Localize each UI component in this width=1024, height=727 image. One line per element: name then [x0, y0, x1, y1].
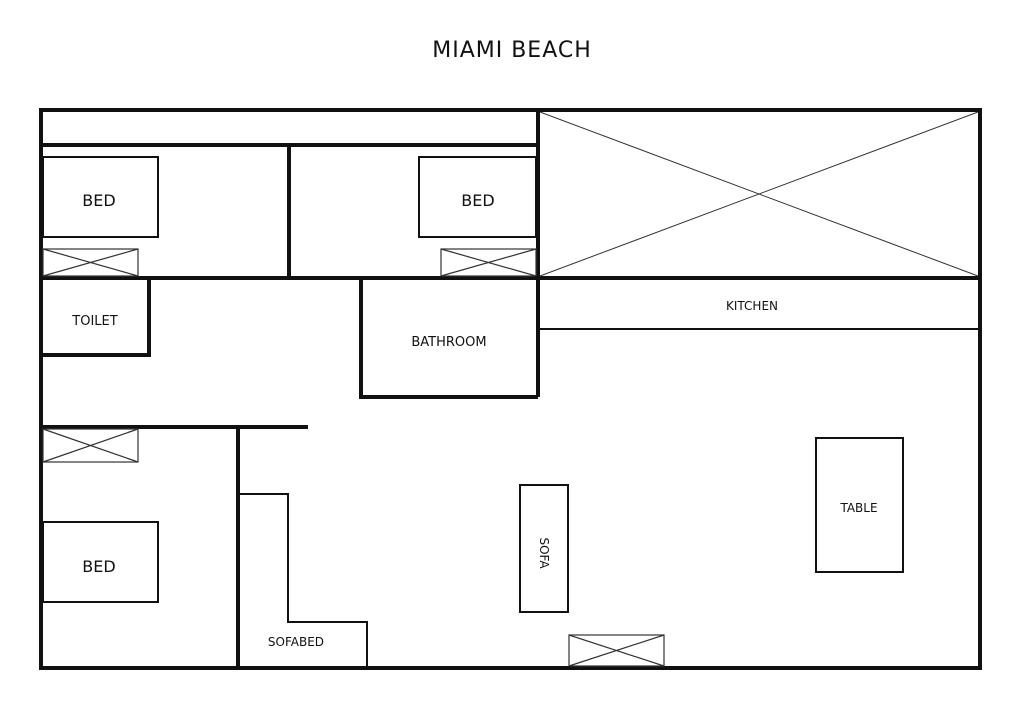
bed-top-right — [418, 156, 537, 238]
thin-lines — [240, 328, 980, 668]
interior-walls — [41, 110, 980, 668]
outer-wall — [39, 108, 982, 670]
bed-top-left — [42, 156, 159, 238]
label-sofabed: SOFABED — [268, 635, 324, 649]
bed-bottom-left — [42, 521, 159, 603]
label-sofa: SOFA — [537, 537, 551, 569]
sofa — [519, 484, 569, 613]
wardrobe-top-left — [42, 248, 139, 277]
label-bathroom: BATHROOM — [411, 335, 486, 350]
label-bed-top-left: BED — [82, 191, 115, 210]
label-bed-bottom-left: BED — [82, 557, 115, 576]
window-bottom — [568, 634, 665, 667]
wall-toilet — [41, 278, 151, 357]
sofabed-outline — [240, 493, 368, 668]
label-table: TABLE — [839, 501, 877, 515]
table — [815, 437, 904, 573]
furniture — [42, 156, 904, 613]
label-kitchen: KITCHEN — [726, 299, 778, 313]
plan-title: MIAMI BEACH — [432, 38, 592, 63]
open-area-x — [539, 111, 979, 277]
label-toilet: TOILET — [71, 314, 117, 329]
wardrobe-top-right — [440, 248, 537, 277]
wall-bathroom — [359, 278, 538, 399]
wardrobes — [42, 248, 665, 667]
wardrobe-lower-left — [42, 428, 139, 463]
label-bed-top-right: BED — [461, 191, 494, 210]
